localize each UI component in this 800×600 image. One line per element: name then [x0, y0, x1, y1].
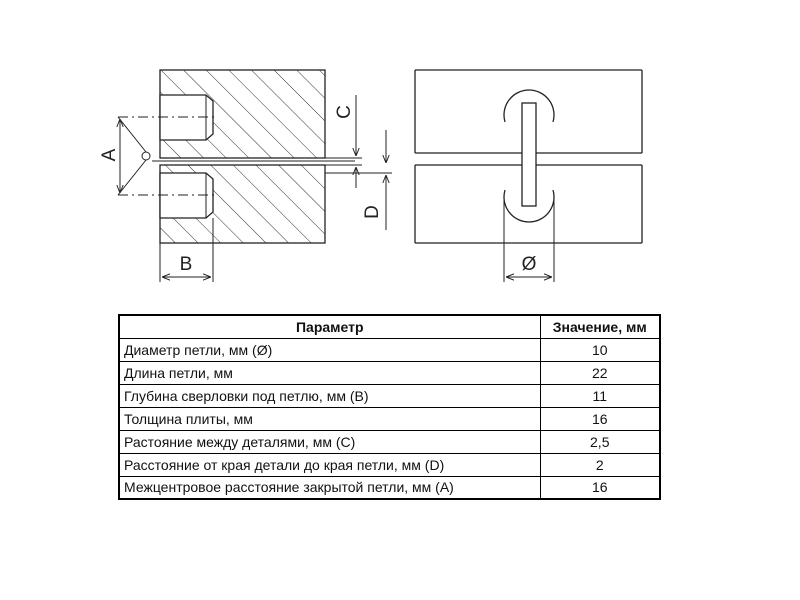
- row-value: 16: [539, 475, 661, 500]
- row-name: Расстояние от края детали до края петли,…: [118, 452, 541, 477]
- dimension-c-label: C: [334, 105, 355, 119]
- parameters-table: Параметр Значение, мм Диаметр петли, мм …: [118, 314, 661, 500]
- header-value: Значение, мм: [539, 314, 661, 339]
- row-value: 16: [539, 406, 661, 431]
- table-row: Диаметр петли, мм (Ø) 10: [118, 337, 661, 362]
- table-row: Межцентровое расстояние закрытой петли, …: [118, 475, 661, 500]
- table-row: Растояние между деталями, мм (C) 2,5: [118, 429, 661, 454]
- table-row: Длина петли, мм 22: [118, 360, 661, 385]
- hinge-bar: [521, 102, 537, 207]
- dimension-diameter-label: Ø: [522, 254, 537, 275]
- table-row: Расстояние от края детали до края петли,…: [118, 452, 661, 477]
- top-view: Ø: [414, 69, 643, 282]
- header-parameter: Параметр: [118, 314, 541, 339]
- row-value: 22: [539, 360, 661, 385]
- row-name: Толщина плиты, мм: [118, 406, 541, 431]
- row-value: 11: [539, 383, 661, 408]
- hinge-drilling-diagram: A B C D Ø: [99, 69, 643, 282]
- table-header-row: Параметр Значение, мм: [118, 314, 661, 339]
- row-name: Диаметр петли, мм (Ø): [118, 337, 541, 362]
- row-name: Растояние между деталями, мм (C): [118, 429, 541, 454]
- row-value: 10: [539, 337, 661, 362]
- dimension-a-label: A: [99, 148, 120, 161]
- section-view: A B C D: [99, 69, 392, 282]
- hinge-pivot-point: [141, 151, 151, 161]
- table-row: Толщина плиты, мм 16: [118, 406, 661, 431]
- table-row: Глубина сверловки под петлю, мм (B) 11: [118, 383, 661, 408]
- row-value: 2,5: [539, 429, 661, 454]
- row-value: 2: [539, 452, 661, 477]
- dimension-d-label: D: [362, 205, 383, 219]
- row-name: Глубина сверловки под петлю, мм (B): [118, 383, 541, 408]
- row-name: Межцентровое расстояние закрытой петли, …: [118, 475, 541, 500]
- dimension-b-label: B: [180, 254, 193, 275]
- row-name: Длина петли, мм: [118, 360, 541, 385]
